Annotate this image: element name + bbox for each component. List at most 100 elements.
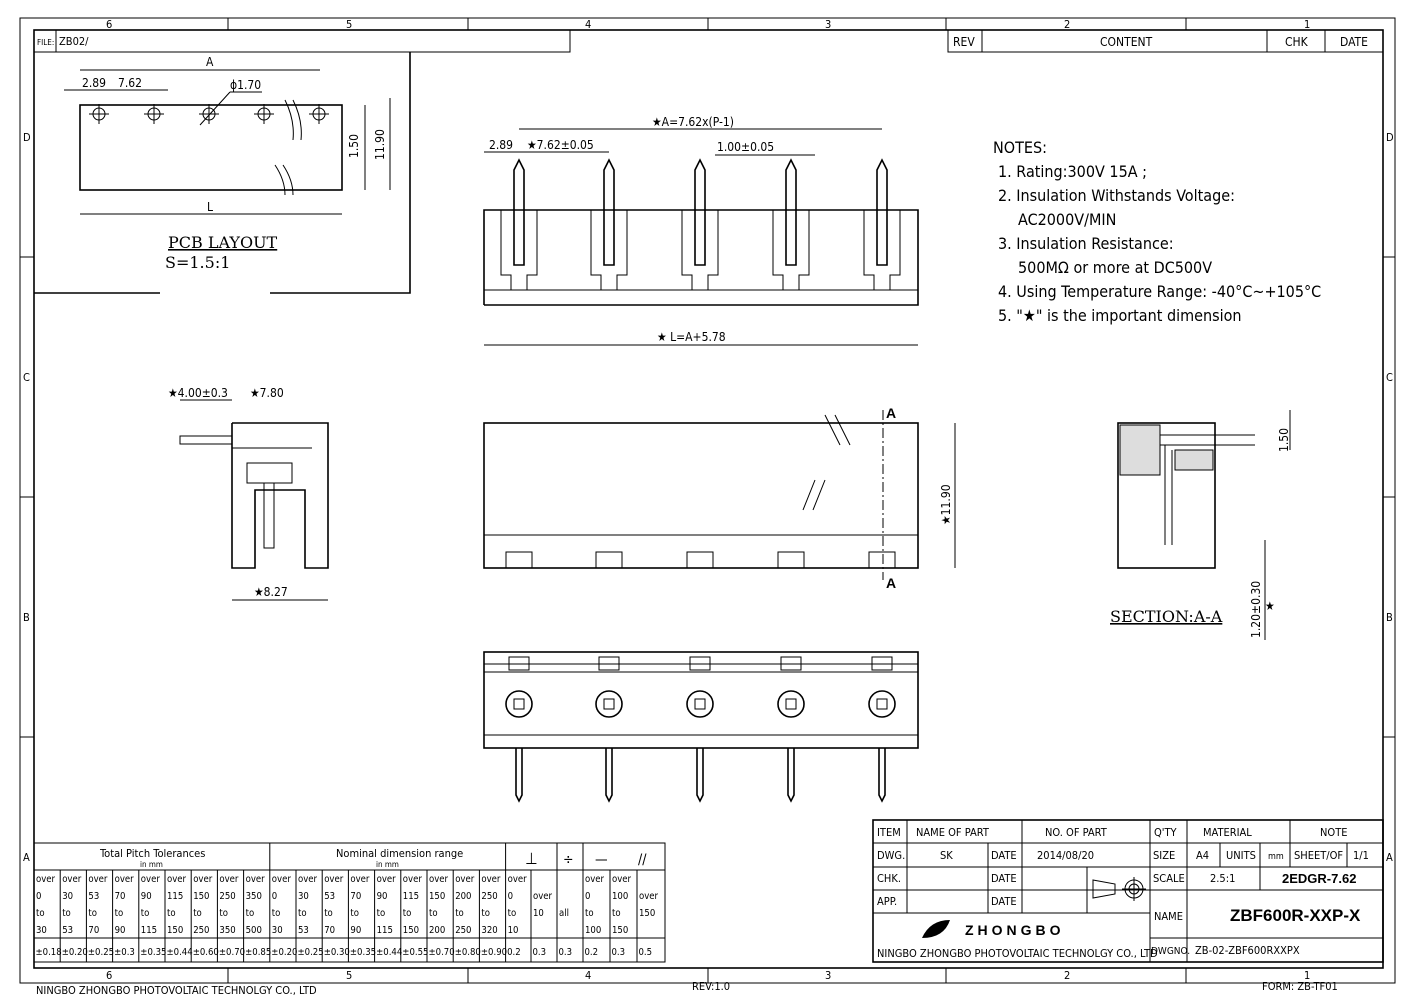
range-cell: 150 <box>403 925 419 936</box>
zone-label: C <box>1386 371 1393 384</box>
zone-label: B <box>1386 611 1393 624</box>
screw-head <box>876 698 888 710</box>
tolerance-value: ±0.20 <box>62 947 88 958</box>
name-of-part-header: NAME OF PART <box>916 826 990 839</box>
pin <box>785 158 797 266</box>
chk-header: CHK <box>1285 35 1309 49</box>
dim-8-27: ★8.27 <box>254 585 288 599</box>
notes-heading: NOTES: <box>993 138 1047 157</box>
range-cell: 115 <box>167 891 183 902</box>
perpendicularity-symbol: ⊥ <box>525 849 538 868</box>
range-cell: to <box>115 908 124 919</box>
range-cell: over <box>246 874 266 885</box>
tolerance-value: ±0.55 <box>402 947 428 958</box>
range-cell: to <box>36 908 45 919</box>
hole-centerline <box>199 104 219 124</box>
range-cell: to <box>272 908 281 919</box>
drawing-frame: 6 5 4 3 2 1 6 5 4 3 2 1 D C B A D C B A … <box>19 17 1396 997</box>
dim-1-20: 1.20±0.30 <box>1249 581 1263 638</box>
dim-a: A <box>206 55 214 69</box>
slot <box>777 551 805 569</box>
note-item: AC2000V/MIN <box>1018 210 1116 229</box>
range-cell: over <box>429 874 449 885</box>
hole-centerline <box>89 104 109 124</box>
range-cell: 70 <box>115 891 126 902</box>
no-of-part-header: NO. OF PART <box>1045 826 1108 839</box>
pin-housing-slot <box>681 210 719 291</box>
item-header: ITEM <box>877 826 901 839</box>
date-header: DATE <box>1340 35 1368 49</box>
pin <box>603 158 615 266</box>
latch <box>508 656 530 671</box>
range-cell: 30 <box>298 891 309 902</box>
side-view: ★4.00±0.3 ★7.80 ★8.27 <box>168 386 329 601</box>
chk-label: CHK. <box>877 872 901 885</box>
zone-label: 6 <box>106 969 112 982</box>
pitch-unit: in mm <box>140 860 163 869</box>
pin <box>876 158 888 266</box>
screw-head <box>694 698 706 710</box>
app-label: APP. <box>877 895 897 908</box>
tolerance-value: ±0.60 <box>193 947 219 958</box>
section-mark-bottom: A <box>886 575 896 591</box>
screw-head <box>785 698 797 710</box>
note-item: 4. Using Temperature Range: -40°C~+105°C <box>998 282 1321 301</box>
note-header: NOTE <box>1320 826 1347 839</box>
tolerance-value: ±0.44 <box>167 947 193 958</box>
nominal-header: Nominal dimension range <box>336 847 463 860</box>
dim-11-90: 11.90 <box>373 129 387 160</box>
hole-centerline <box>254 104 274 124</box>
range-cell: 90 <box>350 925 361 936</box>
range-cell: over <box>115 874 135 885</box>
pin-housing-slot <box>772 210 810 291</box>
latch <box>689 656 711 671</box>
range-cell: to <box>350 908 359 919</box>
range-cell: over <box>481 874 501 885</box>
pin <box>878 748 886 803</box>
tolerance-value: 0.3 <box>559 947 573 958</box>
range-cell: to <box>193 908 202 919</box>
zone-label: C <box>23 371 30 384</box>
pin-housing-slot <box>863 210 901 291</box>
range-cell: over <box>298 874 318 885</box>
dim-star: ★ <box>1265 599 1275 613</box>
range-cell: 115 <box>141 925 157 936</box>
range-cell: 250 <box>219 891 235 902</box>
range-cell: 350 <box>219 925 235 936</box>
screw-hole <box>595 690 623 718</box>
date-label: DATE <box>991 849 1017 862</box>
dwgno-value: ZB-02-ZBF600RXXPX <box>1195 944 1300 957</box>
slot <box>595 551 623 569</box>
tolerance-value: 0.3 <box>612 947 626 958</box>
screw-hole <box>505 690 533 718</box>
range-cell: 0 <box>585 891 590 902</box>
size-value: A4 <box>1196 849 1209 862</box>
range-cell: 200 <box>429 925 445 936</box>
note-item: 3. Insulation Resistance: <box>998 234 1174 253</box>
range-cell: 250 <box>481 891 497 902</box>
range-cell: over <box>612 874 632 885</box>
zone-label: 2 <box>1064 18 1070 31</box>
range-cell: 53 <box>62 925 73 936</box>
file-box: FILE: ZB02/ <box>33 29 571 294</box>
range-cell: to <box>88 908 97 919</box>
dim-pin-width: 1.00±0.05 <box>717 140 774 154</box>
dwg-date: 2014/08/20 <box>1037 849 1094 862</box>
pcb-layout-view: A 2.89 7.62 ϕ1.70 L 1.50 11.90 PCB LAYOU… <box>64 55 391 272</box>
range-cell: over <box>377 874 397 885</box>
tolerance-value: ±0.44 <box>376 947 402 958</box>
scale-value: 2.5:1 <box>1210 872 1235 885</box>
range-cell: 10 <box>533 908 544 919</box>
slot <box>868 551 896 569</box>
latch <box>871 656 893 671</box>
pin <box>787 748 795 803</box>
company-name: NINGBO ZHONGBO PHOTOVOLTAIC TECHNOLGY CO… <box>877 947 1158 960</box>
tolerance-value: 0.3 <box>533 947 547 958</box>
tolerance-value: ±0.35 <box>140 947 166 958</box>
range-cell: to <box>403 908 412 919</box>
range-cell: 30 <box>36 925 47 936</box>
range-cell: to <box>141 908 150 919</box>
size-label: SIZE <box>1153 849 1175 862</box>
dim-7-62: 7.62 <box>118 76 142 90</box>
